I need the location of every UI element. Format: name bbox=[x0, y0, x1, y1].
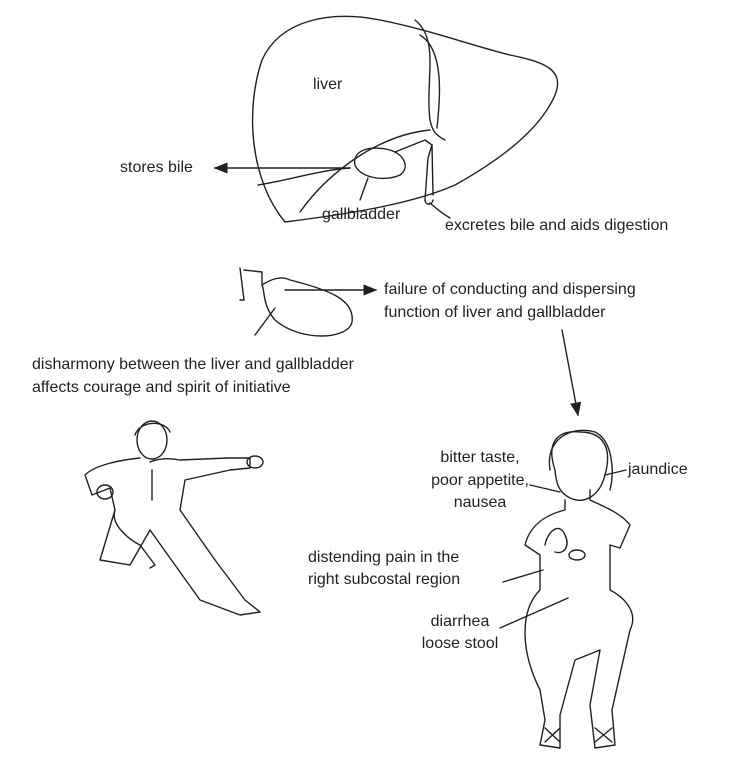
label-failure-2: function of liver and gallbladder bbox=[384, 304, 606, 321]
label-disharmony-1: disharmony between the liver and gallbla… bbox=[32, 356, 354, 373]
label-pain-1: distending pain in the bbox=[308, 549, 460, 566]
excretes-pointer bbox=[429, 202, 451, 219]
gallbladder-shape bbox=[354, 147, 406, 180]
label-diarrhea-1: diarrhea bbox=[430, 613, 490, 630]
pain-pointer bbox=[502, 569, 544, 583]
label-stores-bile: stores bile bbox=[120, 159, 193, 176]
label-disharmony-2: affects courage and spirit of initiative bbox=[32, 379, 291, 396]
liver-illustration bbox=[251, 15, 559, 223]
label-bitter-3: nausea bbox=[453, 494, 507, 511]
small-gallbladder-illustration bbox=[239, 267, 378, 337]
label-liver: liver bbox=[313, 76, 343, 93]
label-excretes: excretes bile and aids digestion bbox=[445, 217, 669, 234]
disharmony-pointer bbox=[254, 307, 276, 336]
label-bitter-1: bitter taste, bbox=[440, 449, 520, 466]
label-jaundice: jaundice bbox=[628, 461, 688, 478]
diarrhea-pointer bbox=[499, 597, 569, 629]
label-failure-1: failure of conducting and dispersing bbox=[384, 281, 636, 298]
label-bitter-2: poor appetite, bbox=[431, 472, 529, 489]
sitting-woman-illustration bbox=[524, 429, 634, 749]
kicking-man-illustration bbox=[84, 420, 264, 616]
bitter-pointer bbox=[529, 484, 561, 493]
label-gallbladder: gallbladder bbox=[322, 206, 401, 223]
label-diarrhea-2: loose stool bbox=[421, 635, 499, 652]
to-woman-arrow bbox=[561, 329, 582, 417]
jaundice-pointer bbox=[604, 469, 627, 476]
label-pain-2: right subcostal region bbox=[308, 571, 461, 588]
